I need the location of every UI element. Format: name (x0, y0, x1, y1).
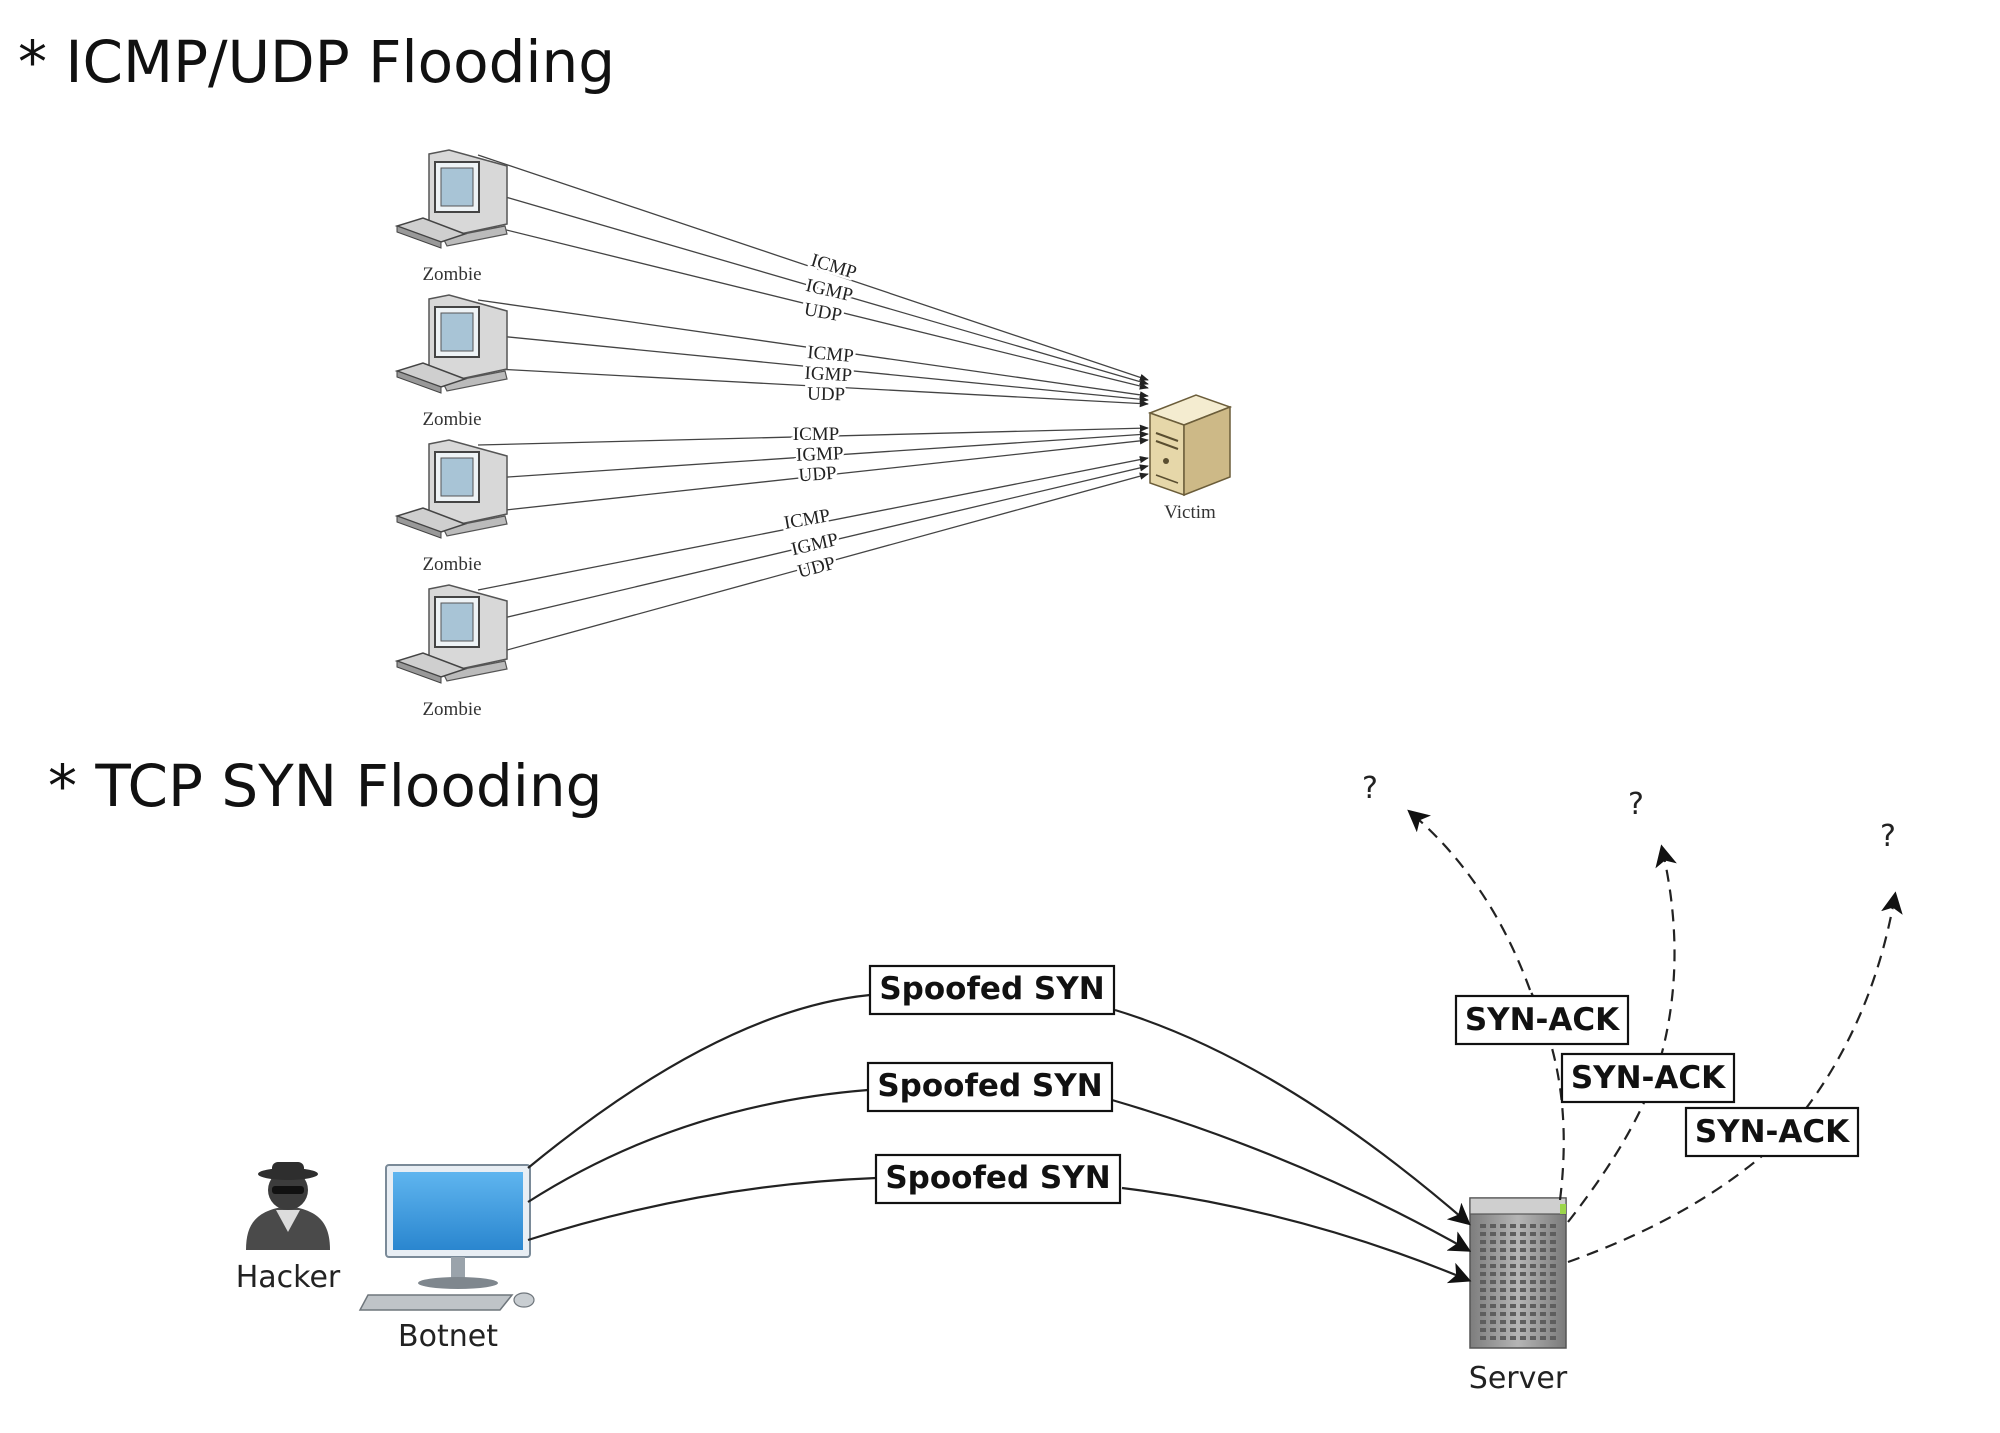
protocol-flow-line (477, 456, 1149, 591)
zombie-label: Zombie (422, 699, 481, 720)
protocol-flow-line (477, 437, 1149, 514)
server-label: Server (1469, 1361, 1568, 1396)
syn-label-text-2: Spoofed SYN (877, 1068, 1102, 1104)
protocol-flow-line (477, 472, 1149, 659)
udp-flood-title: * ICMP/UDP Flooding (18, 28, 616, 96)
synack-label-box-2: SYN-ACK (1560, 1052, 1736, 1104)
zombie-computer-icon (394, 584, 508, 684)
syn-label-box-1: Spoofed SYN (868, 964, 1116, 1016)
protocol-label: UDP (807, 384, 845, 406)
syn-arrow-3 (527, 1176, 1468, 1280)
synack-arrow-3 (1567, 895, 1895, 1264)
synack-label-box-3: SYN-ACK (1684, 1106, 1860, 1158)
unknown-target-1: ? (1362, 771, 1378, 806)
synack-label-text-2: SYN-ACK (1571, 1060, 1726, 1096)
syn-label-text-1: Spoofed SYN (879, 971, 1104, 1007)
zombie-label: Zombie (422, 554, 481, 575)
syn-label-box-2: Spoofed SYN (866, 1061, 1114, 1113)
protocol-label: ICMP (782, 505, 831, 534)
victim-server-icon (1147, 394, 1233, 497)
protocol-label: IGMP (804, 363, 853, 386)
protocol-label: IGMP (796, 443, 844, 466)
syn-label-box-3: Spoofed SYN (874, 1153, 1122, 1205)
protocol-flow-line (477, 299, 1149, 399)
victim-label: Victim (1164, 502, 1216, 523)
zombie-computer-icon (394, 294, 508, 394)
zombie-computer-icon (394, 439, 508, 539)
syn-arrow-2 (527, 1088, 1468, 1250)
hacker-icon (246, 1162, 330, 1250)
protocol-flow-line (477, 367, 1149, 408)
synack-label-text-3: SYN-ACK (1695, 1114, 1850, 1150)
protocol-flow-line (477, 154, 1149, 381)
syn-arrow-1 (527, 993, 1468, 1223)
protocol-flow-line (477, 333, 1149, 403)
unknown-target-3: ? (1880, 819, 1896, 854)
synack-label-text-1: SYN-ACK (1465, 1002, 1620, 1038)
protocol-flow-line (477, 424, 1149, 446)
zombie-label: Zombie (422, 409, 481, 430)
botnet-computer-icon (358, 1164, 535, 1311)
syn-flood-title: * TCP SYN Flooding (48, 752, 603, 820)
hacker-label: Hacker (236, 1260, 341, 1295)
unknown-target-2: ? (1628, 787, 1644, 822)
botnet-label: Botnet (398, 1319, 498, 1354)
syn-label-text-3: Spoofed SYN (885, 1160, 1110, 1196)
server-tower-icon (1469, 1197, 1567, 1349)
protocol-flow-line (477, 188, 1149, 386)
protocol-flow-line (477, 222, 1149, 390)
protocol-flow-line (477, 430, 1149, 480)
protocol-label: ICMP (793, 424, 839, 445)
zombie-computer-icon (394, 149, 508, 249)
zombie-label: Zombie (422, 264, 481, 285)
protocol-label: UDP (798, 463, 837, 487)
protocol-flow-line (477, 464, 1149, 625)
synack-label-box-1: SYN-ACK (1454, 994, 1630, 1046)
